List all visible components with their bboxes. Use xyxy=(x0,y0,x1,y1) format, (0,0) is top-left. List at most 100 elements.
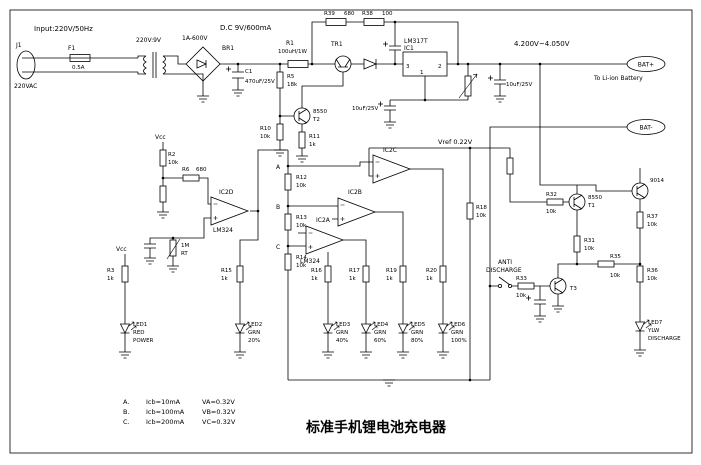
led3-value: 40% xyxy=(336,338,348,344)
vcc-label: Vcc xyxy=(116,246,127,253)
r19-value: 1k xyxy=(386,276,393,282)
note-b-current: Icb=100mA xyxy=(146,408,185,416)
r16-label: R16 xyxy=(311,268,322,274)
r6-value: 680 xyxy=(196,167,207,173)
ic2a-label: IC2A xyxy=(316,217,331,224)
resistor-lower xyxy=(159,185,167,203)
led6-color: GRN xyxy=(451,330,463,336)
resistor-r10 xyxy=(276,123,284,141)
capacitor-c7-symbol xyxy=(526,295,546,305)
bat-minus-terminal xyxy=(626,119,666,135)
led3-color: GRN xyxy=(336,330,348,336)
resistor-r16 xyxy=(324,265,332,283)
capacitor-c1-symbol xyxy=(226,66,244,79)
note-a-voltage: VA=0.32V xyxy=(202,398,235,406)
switch-contact xyxy=(507,283,512,288)
resistor-r35 xyxy=(597,260,615,268)
note-c-id: C. xyxy=(123,418,130,426)
resistor-r38 xyxy=(363,18,385,26)
wires-comparators xyxy=(239,149,444,380)
resistor-r5 xyxy=(276,71,284,89)
led4-color: GRN xyxy=(374,330,386,336)
note-c-current: Icb=200mA xyxy=(146,418,185,426)
diode-symbol xyxy=(363,58,378,70)
thermistor-stroke xyxy=(166,238,181,260)
ac-label: 220VAC xyxy=(14,83,37,90)
c4-value: 10uF/25V xyxy=(352,106,378,112)
input-spec-label: Input:220V/50Hz xyxy=(34,25,93,33)
t1-label: T1 xyxy=(587,203,595,209)
r19-label: R19 xyxy=(386,268,397,274)
transistor-t2-symbol xyxy=(293,107,311,125)
f1-label: F1 xyxy=(68,45,75,52)
junction-dots xyxy=(161,20,642,382)
ic2c-label: IC2C xyxy=(383,147,397,154)
led7-color: YLW xyxy=(647,328,660,334)
switch-contact xyxy=(497,283,502,288)
resistor-r18 xyxy=(466,202,474,220)
resistor-r13 xyxy=(284,213,292,231)
r36-label: R36 xyxy=(647,268,658,274)
t3-label: T3 xyxy=(569,286,577,292)
trimmer-arrow xyxy=(458,73,478,99)
rt-value: 1M xyxy=(181,243,189,249)
led7-name: LED7 xyxy=(648,320,663,326)
resistor-r19 xyxy=(399,265,407,283)
r37-label: R37 xyxy=(647,214,658,220)
wires-vref xyxy=(368,147,569,380)
ac-plug-symbol xyxy=(16,50,36,80)
rt-label: RT xyxy=(181,251,188,257)
r31-label: R31 xyxy=(584,238,595,244)
r12-label: R12 xyxy=(296,175,307,181)
r37-value: 10k xyxy=(647,222,658,228)
lm324-label: LM324 xyxy=(213,227,233,234)
f1-value: 0.5A xyxy=(72,65,85,71)
resistor-r12 xyxy=(284,173,292,191)
r31-value: 10k xyxy=(584,246,595,252)
drawing-frame xyxy=(9,9,693,454)
r10-label: R10 xyxy=(260,126,271,132)
r10-value: 10k xyxy=(260,134,271,140)
led5-color: GRN xyxy=(411,330,423,336)
capacitor-c2-symbol xyxy=(383,41,401,51)
opamp-ic2b-symbol xyxy=(337,197,377,227)
dc-output-label: D.C 9V/600mA xyxy=(220,24,272,32)
bridge-label: BR1 xyxy=(222,45,234,52)
transformer-primary-coil xyxy=(143,55,147,75)
vcc-label: Vcc xyxy=(155,134,166,141)
r38-value: 100 xyxy=(382,11,393,17)
t1-part-label: 8550 xyxy=(588,195,602,201)
output-voltage-label: 4.200V~4.050V xyxy=(514,40,570,48)
r1-value: 100uH/1W xyxy=(278,49,307,55)
r5-label: R5 xyxy=(287,74,295,80)
resistor-r31 xyxy=(573,235,581,253)
capacitor-c3-symbol xyxy=(144,243,156,249)
r18-value: 10k xyxy=(476,213,487,219)
discharge-label: DISCHARGE xyxy=(486,267,522,274)
led6-value: 100% xyxy=(451,338,467,344)
led2-name: LED2 xyxy=(248,322,262,328)
bat-minus-label: BAT- xyxy=(639,125,652,132)
c1-label: C1 xyxy=(245,69,252,75)
transformer-label: 220V:9V xyxy=(136,37,162,44)
t2-label: T2 xyxy=(312,117,320,123)
transistor-t4-symbol xyxy=(631,182,649,200)
r20-value: 1k xyxy=(426,276,433,282)
resistor-r39 xyxy=(325,18,347,26)
led1-color: RED xyxy=(133,330,145,336)
note-b-id: B. xyxy=(123,408,130,416)
transformer-secondary-coil xyxy=(162,55,166,75)
wires-feedback xyxy=(311,21,459,64)
r35-value: 10k xyxy=(610,273,621,279)
led5-value: 80% xyxy=(411,338,423,344)
resistor-r15 xyxy=(236,265,244,283)
note-a-current: Icb=10mA xyxy=(146,398,181,406)
ic1-pin-adj: 1 xyxy=(420,70,424,76)
resistor-r17 xyxy=(362,265,370,283)
r16-value: 1k xyxy=(311,276,318,282)
opamp-input-marks xyxy=(213,161,380,249)
resistor-r11 xyxy=(298,131,306,149)
wires-discharge xyxy=(490,64,641,350)
resistor-vref xyxy=(506,157,514,175)
r5-value: 18k xyxy=(287,82,298,88)
